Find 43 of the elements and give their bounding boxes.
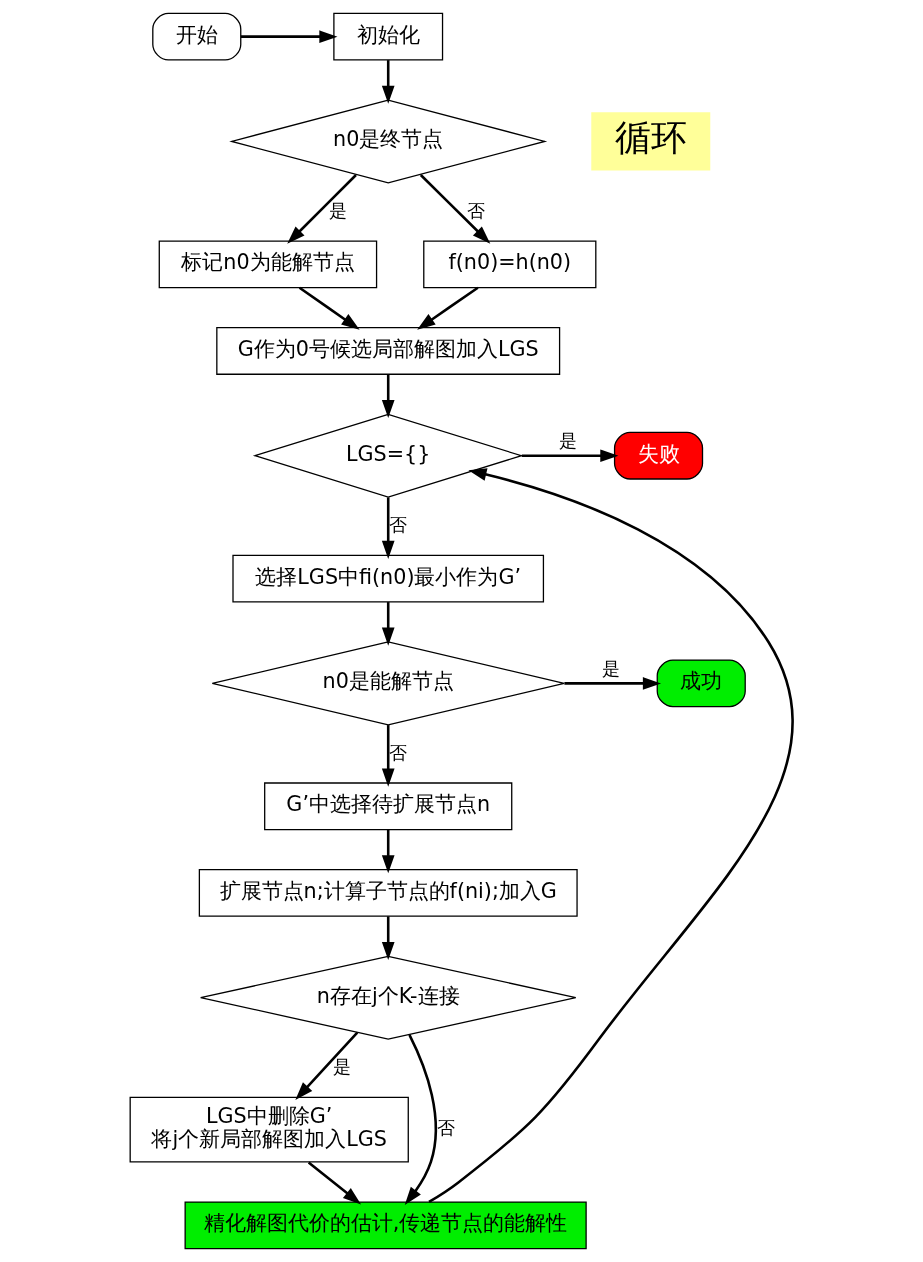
edge-label: 是 [559,429,577,451]
arrow [381,725,395,787]
node-diamond: n0是终节点 [229,99,548,184]
arrow [307,1161,362,1205]
node-box: 开始 [152,12,242,61]
label: 循环 [614,116,687,160]
node-diamond: LGS={} [252,413,524,498]
edge-label: 否 [388,741,407,763]
arrow [417,286,479,330]
arrow [381,374,395,419]
arrow [298,286,360,330]
node-box: 初始化 [333,12,444,61]
arrow [240,30,338,43]
arrow [381,916,395,961]
arrow [295,1031,359,1100]
node-box: f(n0)=h(n0) [423,240,597,289]
arrow [287,174,357,244]
node-box: 成功 [656,659,746,708]
node-box: LGS中删除G’ 将j个新局部解图加入LGS [129,1096,409,1163]
edge-label: 否 [388,514,407,536]
node-box: G’中选择待扩展节点n [264,782,513,831]
edge-label: 是 [601,657,620,679]
arrow [521,449,619,463]
node-diamond: n0是能解节点 [211,641,565,726]
arrow [381,829,395,874]
node-box: 扩展节点n;计算子节点的f(ni);加入G [198,869,578,917]
node-box: 选择LGS中fi(n0)最小作为G’ [232,554,545,603]
node-box: 标记n0为能解节点 [158,240,378,289]
arrow [404,1034,438,1205]
edge-label: 是 [333,1055,352,1077]
edge-label: 否 [436,1117,455,1139]
node-box: 精化解图代价的估计,传递节点的能解性 [184,1201,587,1250]
edge-label: 是 [329,199,348,221]
node-diamond: n存在j个K-连接 [200,955,577,1040]
arrow [564,677,661,690]
arrow [381,60,395,104]
arrow [381,497,395,559]
arrow [419,174,491,244]
arrow [381,602,395,646]
node-box: 失败 [613,431,704,480]
arrow [428,468,794,1203]
edge-label: 否 [466,199,485,221]
node-box: G作为0号候选局部解图加入LGS [216,327,561,375]
